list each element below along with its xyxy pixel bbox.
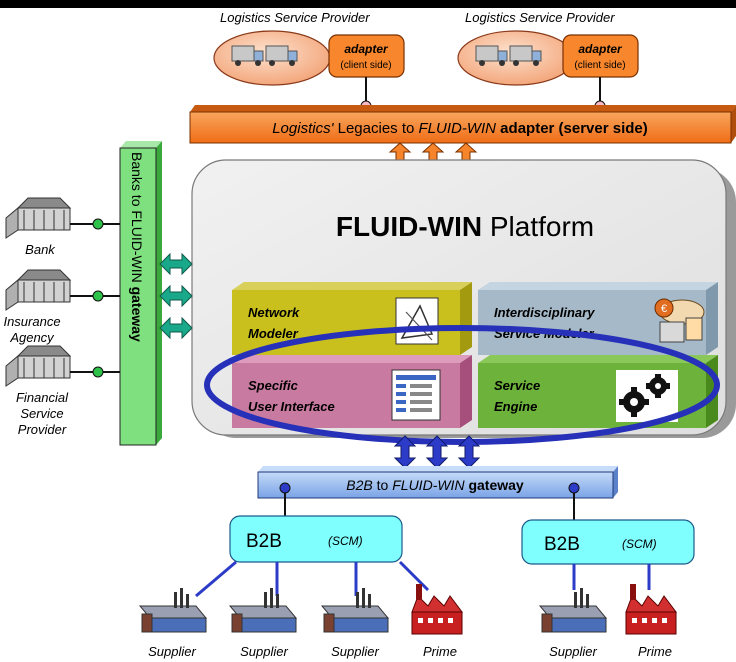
- factory-label: Prime: [638, 644, 672, 659]
- factory-label: Prime: [423, 644, 457, 659]
- svg-text:Specific: Specific: [248, 378, 299, 393]
- adapter-label: adapter: [344, 42, 389, 56]
- factory-label: Supplier: [331, 644, 379, 659]
- server-adapter-bar: Logistics' Legacies to FLUID-WIN adapter…: [189, 105, 736, 144]
- svg-text:Modeler: Modeler: [248, 326, 299, 341]
- svg-text:User Interface: User Interface: [248, 399, 335, 414]
- prime-factory-icon: [625, 584, 677, 635]
- svg-text:(SCM): (SCM): [328, 534, 363, 548]
- svg-text:Network: Network: [248, 305, 300, 320]
- connector-node: [568, 482, 580, 494]
- insurance-label: Insurance: [3, 314, 60, 329]
- prime-factory-icon: [411, 584, 463, 635]
- svg-text:(SCM): (SCM): [622, 537, 657, 551]
- factory-icon: [228, 588, 298, 633]
- factory-icon: [538, 588, 608, 633]
- lsp-group-1: Logistics Service Provider adapter (clie…: [213, 10, 405, 112]
- lsp-label: Logistics Service Provider: [220, 10, 370, 25]
- factory-icon: [320, 588, 390, 633]
- svg-text:€: €: [661, 303, 667, 315]
- b2b-node-left: B2B (SCM): [229, 515, 403, 563]
- connector-node: [92, 218, 104, 230]
- server-adapter-label: Logistics' Legacies to FLUID-WIN adapter…: [272, 120, 648, 137]
- b2b-node-right: B2B (SCM): [521, 519, 695, 565]
- top-rule: [0, 0, 736, 8]
- factory-label: Supplier: [148, 644, 196, 659]
- lsp-label: Logistics Service Provider: [465, 10, 615, 25]
- svg-text:Interdisciplinary: Interdisciplinary: [494, 305, 595, 320]
- bank-label: Bank: [25, 242, 56, 257]
- banks-gateway-label: Banks to FLUID-WIN gateway: [129, 152, 145, 342]
- b2b-gateway-bar: B2B to FLUID-WIN gateway: [257, 466, 618, 499]
- factory-links: [195, 560, 651, 598]
- svg-text:Engine: Engine: [494, 399, 537, 414]
- svg-text:Service: Service: [494, 378, 540, 393]
- insurance-label: Agency: [9, 330, 55, 345]
- network-modeler-box: Network Modeler: [232, 282, 472, 355]
- svg-text:B2B: B2B: [246, 531, 282, 552]
- factory-icon: [138, 588, 208, 633]
- connector-node: [92, 366, 104, 378]
- factory-label: Supplier: [240, 644, 288, 659]
- service-modeler-icon: €: [654, 298, 705, 343]
- fsp-label: Service: [20, 406, 63, 421]
- interdisciplinary-modeler-box: Interdisciplinary Service Modeler €: [478, 282, 718, 355]
- fsp-building-icon: [5, 345, 72, 387]
- platform-title: FLUID-WIN Platform: [336, 211, 594, 242]
- bank-building-icon: [5, 197, 72, 239]
- adapter-sub-label: (client side): [340, 60, 391, 71]
- lsp-group-2: Logistics Service Provider adapter (clie…: [457, 10, 639, 112]
- insurance-building-icon: [5, 269, 72, 311]
- connector-node: [92, 290, 104, 302]
- b2b-gateway-arrows: [393, 435, 481, 469]
- gears-icon: [616, 370, 678, 422]
- b2b-gateway-label: B2B to FLUID-WIN gateway: [346, 477, 524, 493]
- user-interface-icon: [391, 369, 441, 421]
- highlight-ellipse: [204, 325, 720, 445]
- service-engine-box: Service Engine: [478, 355, 718, 428]
- fsp-label: Financial: [16, 390, 69, 405]
- adapter-label: adapter: [578, 42, 623, 56]
- banks-gateway-arrows: [159, 252, 193, 340]
- factory-label: Supplier: [549, 644, 597, 659]
- drafting-icon: [395, 297, 439, 345]
- specific-ui-box: Specific User Interface: [232, 355, 472, 428]
- connector-node: [279, 482, 291, 494]
- fsp-label: Provider: [18, 422, 67, 437]
- banks-gateway-bar: Banks to FLUID-WIN gateway: [119, 141, 162, 446]
- svg-text:B2B: B2B: [544, 534, 580, 555]
- truck-icon: [475, 45, 542, 66]
- adapter-sub-label: (client side): [574, 60, 625, 71]
- truck-icon: [231, 45, 298, 66]
